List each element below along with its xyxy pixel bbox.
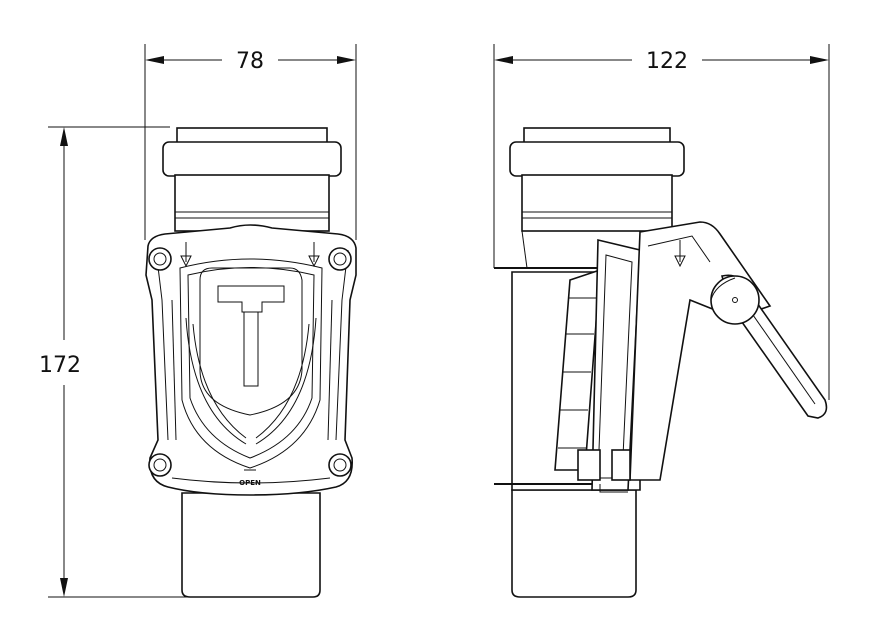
- front-view: OPEN: [145, 127, 357, 598]
- dimension-height: 172: [39, 126, 190, 598]
- side-view: [494, 127, 828, 598]
- front-width-label: 78: [236, 49, 264, 74]
- side-width-label: 122: [646, 49, 688, 74]
- dimension-side-width: 122: [493, 44, 830, 400]
- height-label: 172: [39, 353, 81, 378]
- open-marking: OPEN: [239, 479, 261, 487]
- dimension-front-width: 78: [144, 44, 357, 240]
